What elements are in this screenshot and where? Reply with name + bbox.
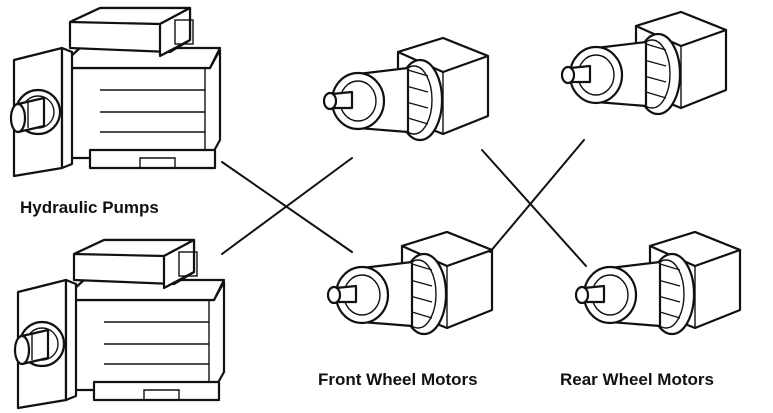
front-wheel-motors-label: Front Wheel Motors [318,370,478,389]
rear-wheel-motor-top [560,10,728,116]
hydraulic-pump-top [9,6,222,178]
front-wheel-motor-top [322,36,490,142]
hydraulic-pumps-label: Hydraulic Pumps [20,198,159,217]
hydraulic-pump-bottom [13,238,226,410]
line-front-bottom-to-rear-top [489,139,585,253]
line-pump-bottom-to-front-top [221,157,353,255]
rear-wheel-motors-label: Rear Wheel Motors [560,370,714,389]
front-wheel-motor-bottom [326,230,494,336]
connection-lines [221,139,587,267]
line-front-top-to-rear-bottom [481,149,587,267]
rear-wheel-motor-bottom [574,230,742,336]
